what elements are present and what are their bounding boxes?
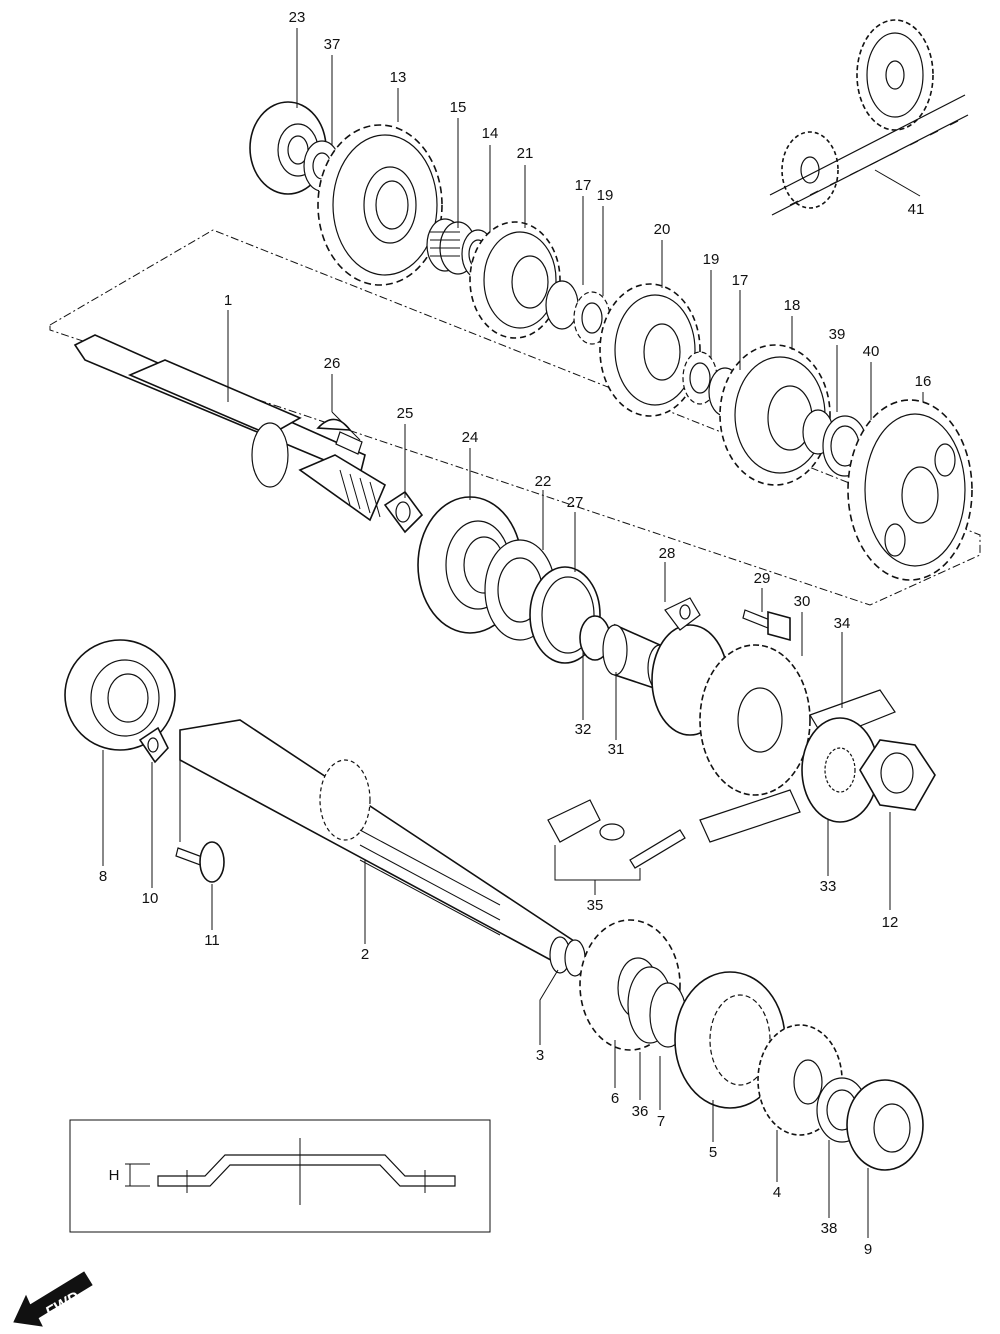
part-25-lock-plate — [383, 490, 424, 534]
part-21-gear — [469, 221, 561, 339]
fwd-arrow-icon: FWD — [13, 1271, 93, 1327]
callout-4: 4 — [773, 1184, 781, 1201]
callout-3: 3 — [536, 1047, 544, 1064]
part-20-gear — [599, 283, 701, 417]
part-3-bushing — [549, 936, 586, 977]
callout-37: 37 — [324, 36, 341, 53]
callout-40: 40 — [863, 343, 880, 360]
callout-34: 34 — [834, 615, 851, 632]
part-12-nut — [859, 739, 936, 811]
callout-10: 10 — [142, 890, 159, 907]
callout-18: 18 — [784, 297, 801, 314]
part-41-sprocket-chain — [769, 19, 969, 216]
callout-8: 8 — [99, 868, 107, 885]
callout-29: 29 — [754, 570, 771, 587]
callout-14: 14 — [482, 125, 499, 142]
callout-28: 28 — [659, 545, 676, 562]
plate-detail-inset: H — [69, 1119, 491, 1233]
callout-31: 31 — [608, 741, 625, 758]
callout-11: 11 — [204, 932, 220, 949]
callout-26: 26 — [324, 355, 341, 372]
callout-5: 5 — [709, 1144, 717, 1161]
part-1-mainshaft — [73, 334, 387, 522]
part-18-gear — [719, 344, 831, 486]
callout-19: 19 — [597, 187, 614, 204]
callout-36: 36 — [632, 1103, 649, 1120]
callout-32: 32 — [575, 721, 592, 738]
part-8-bearing — [64, 639, 176, 751]
callout-22: 22 — [535, 473, 552, 490]
part-5-gear — [674, 971, 786, 1109]
callout-9: 9 — [864, 1241, 872, 1258]
callout-41: 41 — [908, 201, 925, 218]
callout-1: 1 — [224, 292, 232, 309]
inset-h-label: H — [109, 1167, 120, 1184]
callout-20: 20 — [654, 221, 671, 238]
callout-labels: 23 37 13 15 14 21 17 19 20 19 17 18 39 4… — [99, 9, 932, 1258]
callout-30: 30 — [794, 593, 811, 610]
part-11-screw — [175, 841, 225, 883]
part-35-master-link — [547, 799, 686, 869]
part-16-gear — [847, 399, 973, 581]
part-9-bearing — [846, 1079, 924, 1171]
part-33-lock-washer — [801, 717, 879, 823]
callout-35: 35 — [587, 897, 604, 914]
callout-17b: 17 — [732, 272, 749, 289]
callout-38: 38 — [821, 1220, 838, 1237]
part-10-lock-plate — [138, 726, 169, 764]
callout-19b: 19 — [703, 251, 720, 268]
part-29-bolt — [742, 609, 791, 642]
callout-6: 6 — [611, 1090, 619, 1107]
callout-7: 7 — [657, 1113, 665, 1130]
callout-12: 12 — [882, 914, 899, 931]
callout-33: 33 — [820, 878, 837, 895]
callout-13: 13 — [390, 69, 407, 86]
part-30-drive-sprocket — [699, 644, 811, 796]
part-13-gear — [317, 124, 443, 286]
callout-17: 17 — [575, 177, 592, 194]
callout-21: 21 — [517, 145, 534, 162]
part-17-circlip — [545, 280, 579, 330]
callout-15: 15 — [450, 99, 467, 116]
callout-39: 39 — [829, 326, 846, 343]
part-2-countershaft — [179, 719, 582, 966]
part-24-bearing — [417, 496, 523, 634]
callout-25: 25 — [397, 405, 414, 422]
leader-lines — [102, 28, 924, 1238]
group-outline — [49, 229, 981, 606]
callout-27: 27 — [567, 494, 584, 511]
callout-23: 23 — [289, 9, 306, 26]
callout-2: 2 — [361, 946, 369, 963]
callout-24: 24 — [462, 429, 479, 446]
callout-16: 16 — [915, 373, 932, 390]
